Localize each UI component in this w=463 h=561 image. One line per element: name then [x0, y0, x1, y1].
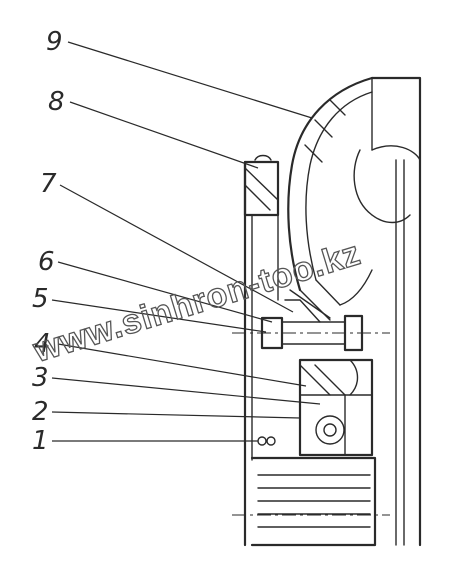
leader-8 — [69, 101, 259, 169]
hub — [232, 456, 390, 547]
leader-6 — [57, 261, 273, 323]
callout-8: 8 — [48, 87, 65, 117]
fastener-part-1 — [257, 436, 276, 446]
bolt-assembly — [232, 289, 390, 352]
outer-wall — [243, 160, 279, 547]
callout-1: 1 — [32, 426, 49, 456]
callout-9: 9 — [46, 27, 63, 57]
callout-4: 4 — [34, 329, 51, 359]
watermark-text: www.sinhron-too.kz — [28, 234, 365, 370]
callout-numbers: 9 8 7 6 5 4 3 2 1 — [32, 27, 65, 456]
callout-2: 2 — [32, 397, 49, 427]
leader-4 — [57, 343, 307, 387]
callout-7: 7 — [40, 169, 57, 199]
callout-5: 5 — [32, 284, 49, 314]
frame-lines — [370, 76, 422, 547]
callout-3: 3 — [32, 363, 49, 393]
leader-9 — [67, 41, 313, 119]
leader-3 — [51, 377, 321, 405]
leader-5 — [51, 299, 267, 333]
bearing-assembly — [298, 358, 374, 457]
callout-6: 6 — [38, 247, 55, 277]
leader-lines — [51, 41, 321, 442]
flange-part-8 — [243, 154, 280, 217]
leader-2 — [51, 411, 301, 419]
leader-7 — [59, 184, 294, 313]
housing-part-9 — [287, 76, 421, 321]
